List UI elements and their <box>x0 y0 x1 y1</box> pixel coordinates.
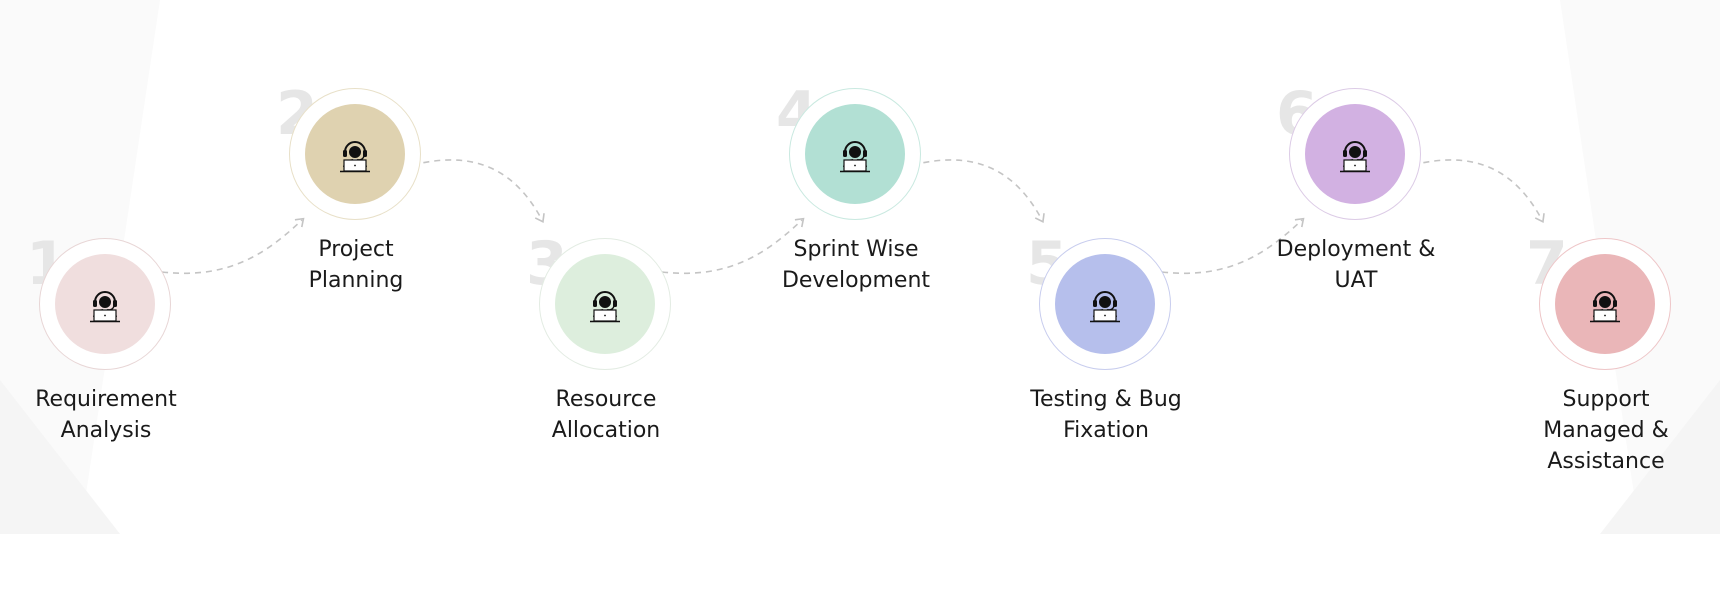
step-disc <box>1055 254 1155 354</box>
step-title-line: Planning <box>308 268 404 293</box>
connector-arrow-4-5 <box>901 159 1045 223</box>
step-disc <box>305 104 405 204</box>
step-disc <box>1305 104 1405 204</box>
step-title-line: Project <box>318 237 394 262</box>
headset-agent-icon <box>1085 284 1125 324</box>
step-disc <box>555 254 655 354</box>
step-circle <box>539 238 671 370</box>
step-title-line: UAT <box>1334 268 1378 293</box>
step-title-line: Analysis <box>60 418 152 443</box>
step-title-line: Allocation <box>551 418 661 443</box>
connector-arrow-5-6 <box>1161 217 1305 274</box>
connector-arrows <box>161 159 1545 274</box>
step-disc <box>805 104 905 204</box>
step-circle <box>289 88 421 220</box>
step-title-line: Managed & <box>1543 418 1669 443</box>
step-title-line: Resource <box>555 387 657 412</box>
step-circle <box>1539 238 1671 370</box>
headset-agent-icon <box>585 284 625 324</box>
step-circle <box>789 88 921 220</box>
connector-arrow-3-4 <box>661 217 805 274</box>
step-title-line: Support <box>1562 387 1650 412</box>
step-disc <box>55 254 155 354</box>
headset-agent-icon <box>85 284 125 324</box>
headset-agent-icon <box>335 134 375 174</box>
connector-arrow-2-3 <box>401 159 545 223</box>
step-title-line: Testing & Bug <box>1030 387 1182 412</box>
headset-agent-icon <box>1335 134 1375 174</box>
connector-arrow-1-2 <box>161 217 305 274</box>
step-title-line: Deployment & <box>1276 237 1436 262</box>
headset-agent-icon <box>835 134 875 174</box>
headset-agent-icon <box>1585 284 1625 324</box>
step-title-line: Assistance <box>1547 449 1665 474</box>
step-circle <box>1039 238 1171 370</box>
step-title: Deployment & UAT <box>1226 234 1486 296</box>
connector-arrow-6-7 <box>1401 159 1545 223</box>
step-circle <box>1289 88 1421 220</box>
step-disc <box>1555 254 1655 354</box>
step-title-line: Fixation <box>1063 418 1149 443</box>
step-title-line: Requirement <box>35 387 177 412</box>
step-circle <box>39 238 171 370</box>
step-title-line: Sprint Wise <box>793 237 919 262</box>
step-title-line: Development <box>781 268 931 293</box>
